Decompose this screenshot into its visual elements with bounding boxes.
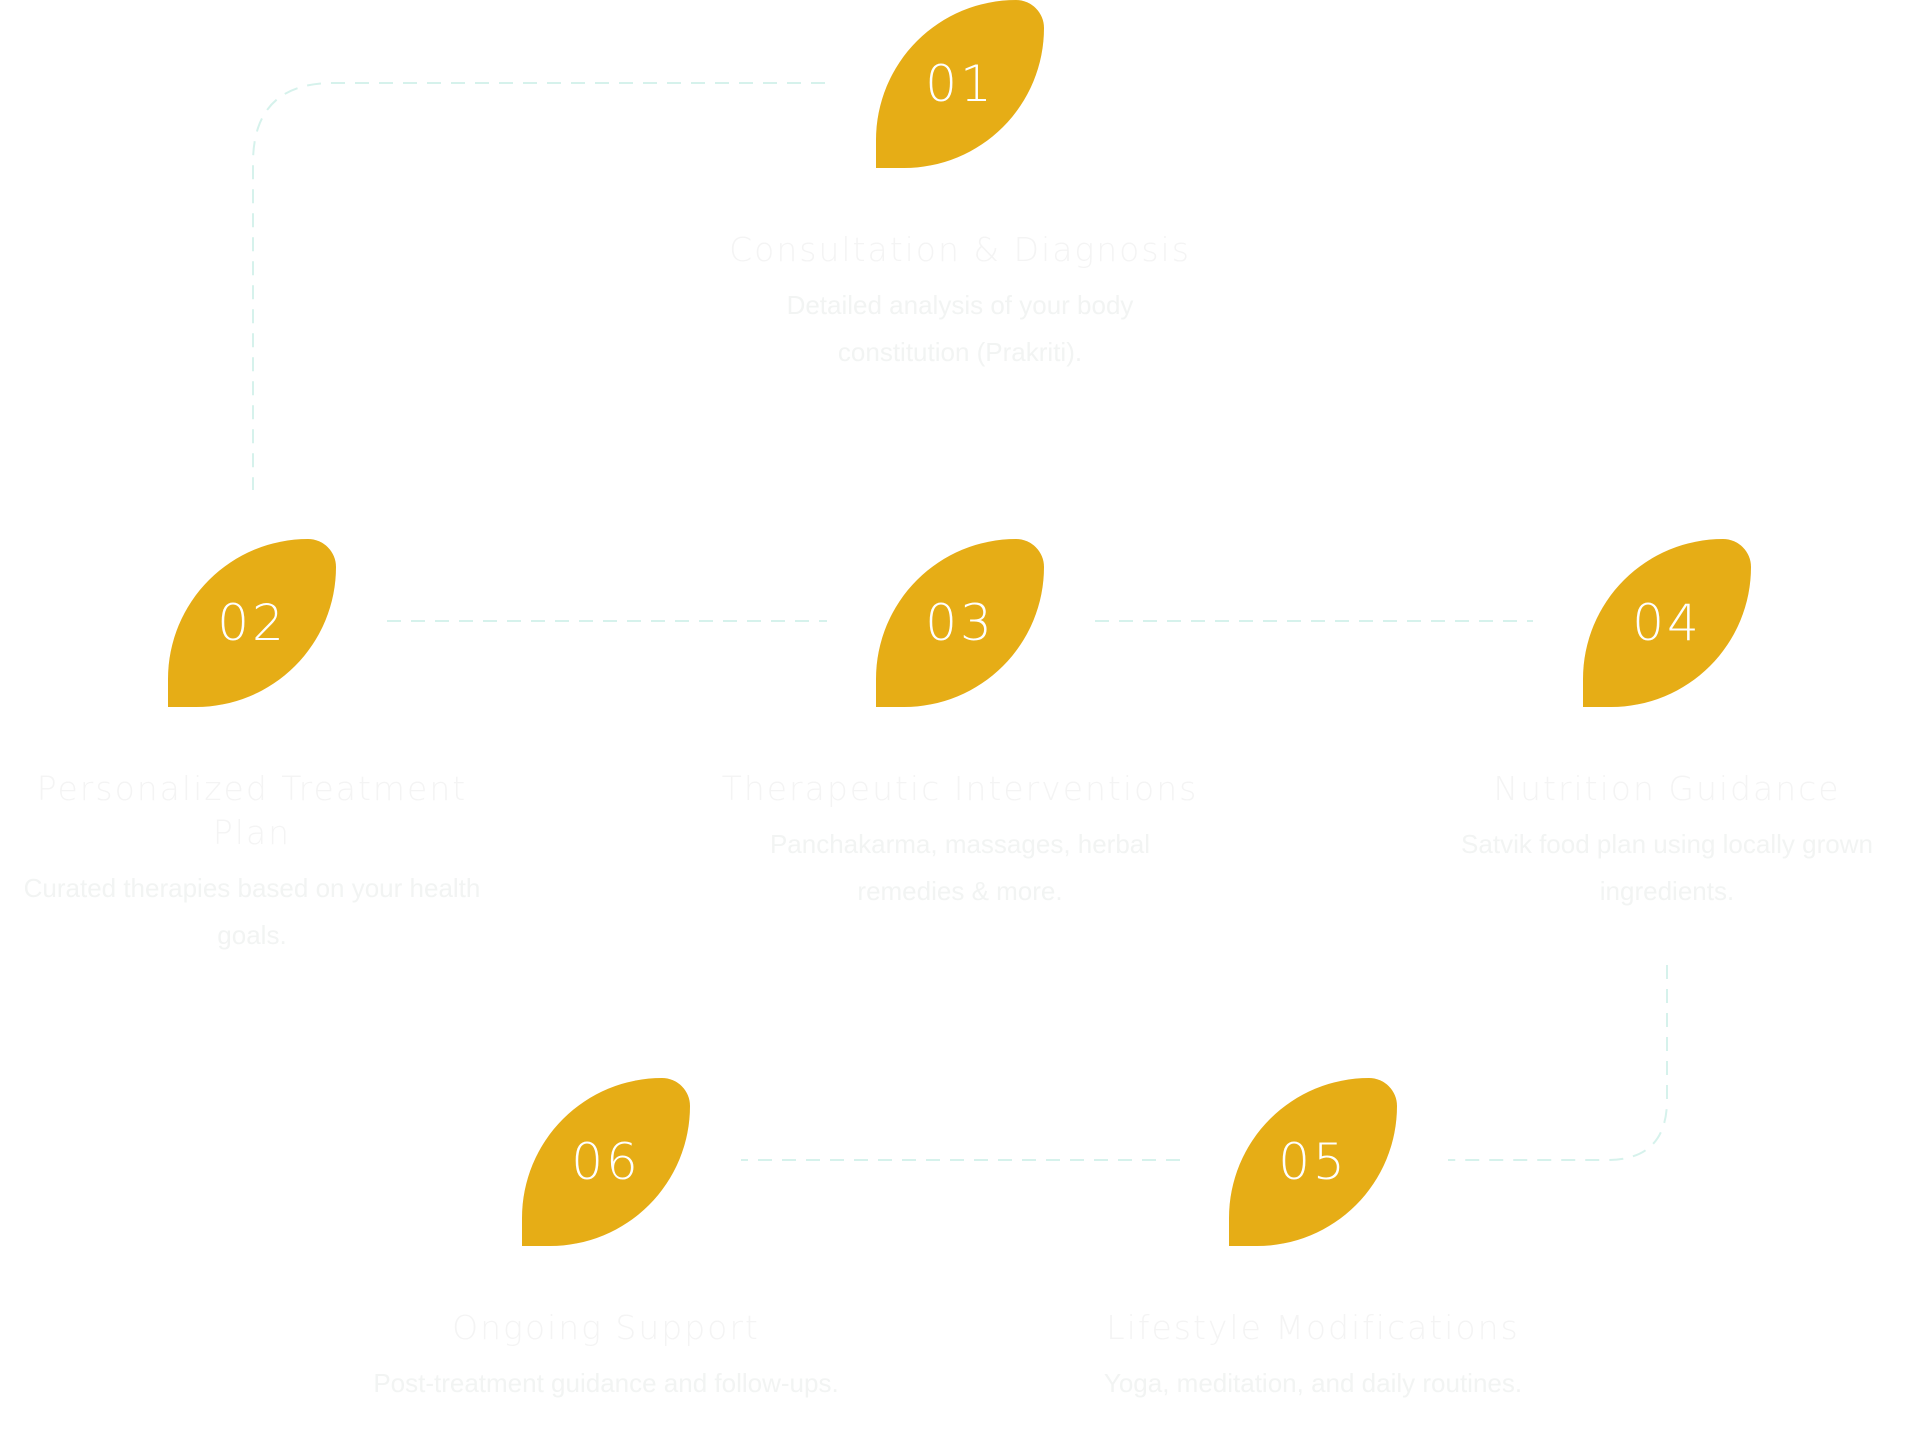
step-title: Consultation & Diagnosis — [729, 230, 1191, 269]
step-description: Detailed analysis of your body constitut… — [786, 290, 1134, 367]
step-05: 05 Lifestyle Modifications Yoga, meditat… — [1063, 1078, 1563, 1407]
step-title: Nutrition Guidance — [1493, 769, 1841, 808]
step-description: Panchakarma, massages, herbal remedies &… — [769, 829, 1151, 906]
leaf-badge: 06 — [522, 1078, 690, 1246]
step-title: Ongoing Support — [452, 1308, 760, 1347]
step-04: 04 Nutrition Guidance Satvik food plan u… — [1417, 539, 1917, 915]
step-number: 05 — [1278, 1133, 1348, 1191]
step-number: 01 — [925, 55, 995, 113]
connector-04-05 — [1448, 965, 1668, 1161]
step-03: 03 Therapeutic Interventions Panchakarma… — [710, 539, 1210, 915]
leaf-badge: 05 — [1229, 1078, 1397, 1246]
step-01: 01 Consultation & Diagnosis Detailed ana… — [710, 0, 1210, 376]
step-06: 06 Ongoing Support Post-treatment guidan… — [356, 1078, 856, 1407]
step-description: Satvik food plan using locally grown ing… — [1461, 829, 1873, 906]
step-number: 04 — [1632, 594, 1702, 652]
step-number: 06 — [571, 1133, 641, 1191]
step-description: Yoga, meditation, and daily routines. — [1103, 1368, 1523, 1398]
leaf-badge: 04 — [1583, 539, 1751, 707]
leaf-badge: 03 — [876, 539, 1044, 707]
step-02: 02 Personalized Treatment Plan Curated t… — [2, 539, 502, 959]
step-description: Post-treatment guidance and follow-ups. — [373, 1368, 839, 1398]
leaf-badge: 01 — [876, 0, 1044, 168]
leaf-badge: 02 — [168, 539, 336, 707]
step-title: Personalized Treatment Plan — [36, 769, 468, 852]
step-title: Therapeutic Interventions — [721, 769, 1199, 808]
connector-01-02 — [252, 82, 825, 490]
step-description: Curated therapies based on your health g… — [23, 873, 481, 950]
step-number: 03 — [925, 594, 995, 652]
step-number: 02 — [217, 594, 287, 652]
step-title: Lifestyle Modifications — [1106, 1308, 1520, 1347]
